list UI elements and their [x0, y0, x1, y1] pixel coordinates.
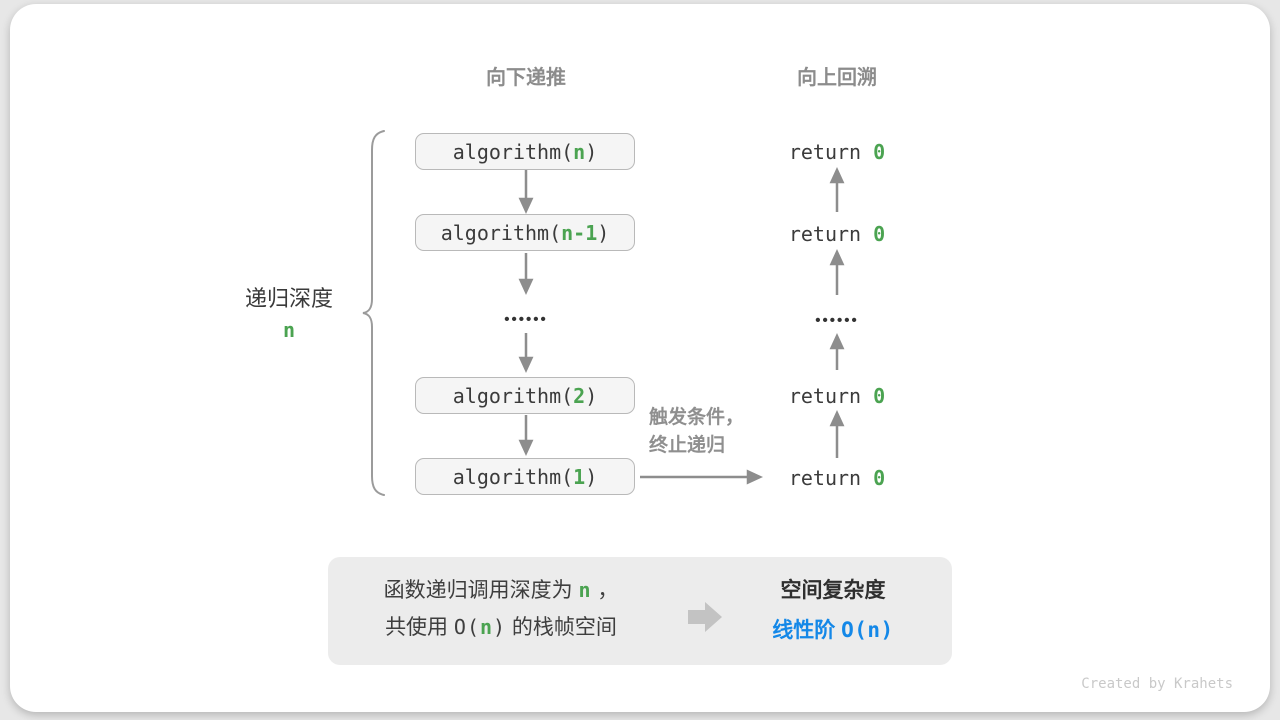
summary-box [328, 557, 952, 665]
call-box-2: algorithm(2) [415, 377, 635, 414]
summary-text: 共使用 [385, 616, 454, 639]
result-value: 线性阶 O(n) [733, 614, 933, 644]
implies-arrow-bar [688, 610, 705, 624]
return-keyword: return [788, 466, 862, 490]
return-row: return 0 [737, 222, 937, 246]
summary-statement: 函数递归调用深度为 n ， 共使用 O(n) 的栈帧空间 [336, 572, 666, 646]
result-order-label: 线性阶 [772, 619, 842, 642]
summary-text: 函数递归调用深度为 [383, 579, 579, 602]
implies-arrow-icon [688, 602, 722, 632]
call-arg: 1 [573, 464, 586, 489]
call-text: algorithm( [440, 220, 562, 245]
ellipsis-left: •••••• [504, 311, 548, 328]
call-box-1: algorithm(1) [415, 458, 635, 495]
call-text: ) [597, 220, 610, 245]
call-arg: n [573, 139, 586, 164]
call-box-n-1: algorithm(n-1) [415, 214, 635, 251]
return-value: 0 [873, 466, 886, 490]
call-text: ) [585, 383, 598, 408]
call-text: algorithm( [452, 383, 574, 408]
summary-text: ， [591, 579, 619, 602]
summary-var: n [480, 615, 494, 639]
result-title: 空间复杂度 [780, 579, 886, 602]
base-case-note-line2: 终止递归 [649, 435, 726, 456]
return-keyword: return [788, 140, 862, 164]
base-case-note-line1: 触发条件， [649, 407, 745, 428]
return-keyword: return [788, 222, 862, 246]
implies-arrow-tip [705, 602, 722, 632]
credit-text: Created by Krahets [1081, 676, 1233, 692]
summary-result: 空间复杂度 线性阶 O(n) [733, 574, 933, 644]
big-o-open: O( [453, 615, 480, 639]
big-o-close: ) [493, 615, 507, 639]
return-row: return 0 [737, 384, 937, 408]
return-value: 0 [873, 140, 886, 164]
summary-line1: 函数递归调用深度为 n ， [336, 572, 666, 609]
return-value: 0 [873, 222, 886, 246]
call-box-n: algorithm(n) [415, 133, 635, 170]
return-row: return 0 [737, 466, 937, 490]
base-case-note: 触发条件， 终止递归 [649, 404, 744, 460]
return-row: return 0 [737, 140, 937, 164]
call-text: ) [585, 464, 598, 489]
call-text: ) [585, 139, 598, 164]
ellipsis-right: •••••• [815, 312, 859, 329]
summary-var: n [578, 578, 592, 602]
return-keyword: return [788, 384, 862, 408]
depth-label: 递归深度 [244, 286, 333, 311]
return-value: 0 [873, 384, 886, 408]
depth-value: n [282, 318, 296, 342]
call-text: algorithm( [452, 139, 574, 164]
header-backtrack-up: 向上回溯 [797, 67, 877, 89]
call-arg: n-1 [561, 220, 598, 245]
result-big-o: O(n) [841, 618, 894, 642]
header-recurse-down: 向下递推 [486, 67, 566, 89]
call-arg: 2 [573, 383, 586, 408]
summary-text: 的栈帧空间 [506, 616, 617, 639]
summary-line2: 共使用 O(n) 的栈帧空间 [336, 609, 666, 646]
call-text: algorithm( [452, 464, 574, 489]
